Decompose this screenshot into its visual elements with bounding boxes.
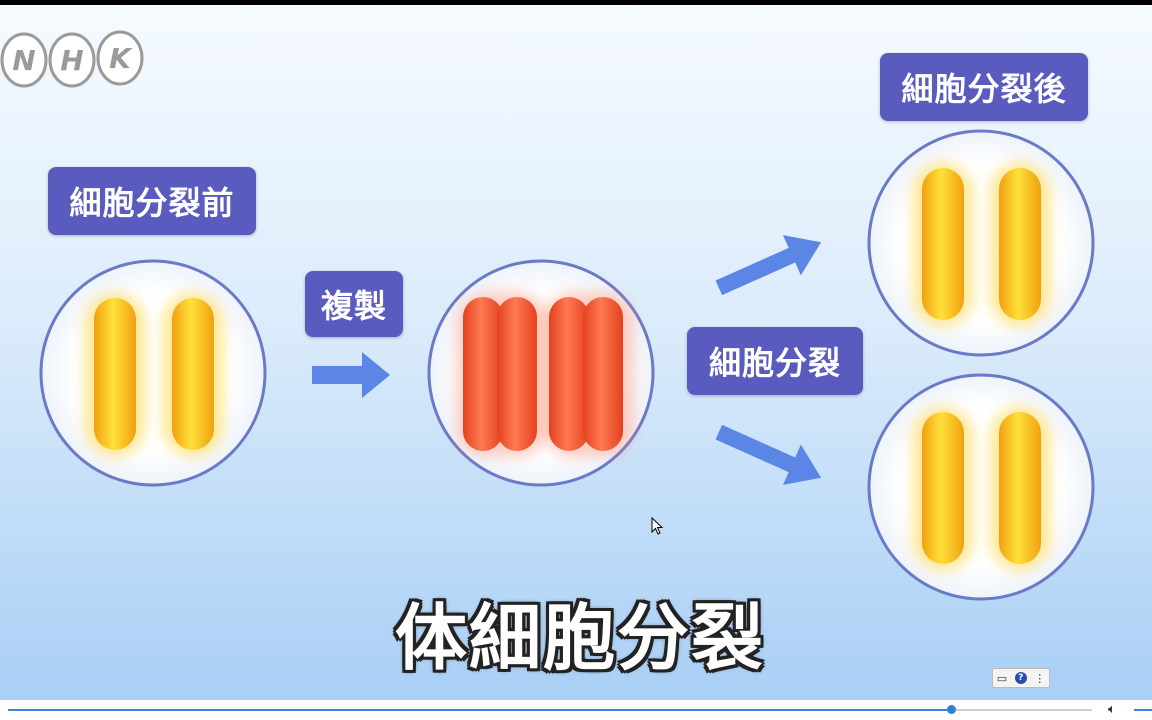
printer-icon[interactable]: ▭ [996, 671, 1008, 685]
chromosome-replicated [542, 292, 634, 457]
volume-slider[interactable] [1134, 709, 1152, 711]
svg-text:K: K [109, 42, 133, 75]
label-cell-division: 細胞分裂 [687, 327, 863, 395]
arrow-down-right-icon [715, 424, 822, 485]
video-mini-toolbar[interactable]: ▭ ? ⋮ [992, 668, 1050, 688]
daughter-cell-bottom [867, 373, 1095, 601]
speaker-icon[interactable]: 🔈︎ [1108, 702, 1116, 717]
chromosome [999, 168, 1041, 320]
chromosome [922, 412, 964, 564]
label-copy: 複製 [305, 271, 403, 337]
chromosome [162, 292, 224, 457]
progress-fill [8, 709, 952, 711]
svg-text:H: H [60, 44, 83, 77]
arrow-right-icon [312, 352, 390, 398]
help-icon[interactable]: ? [1014, 672, 1027, 684]
more-options-icon[interactable]: ⋮ [1034, 671, 1046, 685]
label-after-division: 細胞分裂後 [880, 53, 1088, 121]
progress-handle[interactable] [947, 705, 957, 714]
subtitle-caption: 体細胞分裂 [394, 596, 765, 680]
label-before-division: 細胞分裂前 [48, 167, 256, 235]
chromosome [999, 412, 1041, 564]
chromosome [84, 292, 146, 457]
arrow-up-right-icon [715, 235, 822, 296]
nhk-logo: N H K [0, 30, 144, 88]
progress-bar[interactable] [8, 705, 1092, 714]
daughter-cell-top [867, 129, 1095, 357]
player-controls: 🔈︎ [0, 700, 1152, 720]
mouse-cursor-icon [651, 517, 664, 535]
chromosome-replicated [456, 292, 548, 457]
svg-text:N: N [12, 44, 35, 77]
chromosome [922, 168, 964, 320]
cell-replicated [427, 259, 655, 487]
cell-before-division [39, 259, 267, 487]
